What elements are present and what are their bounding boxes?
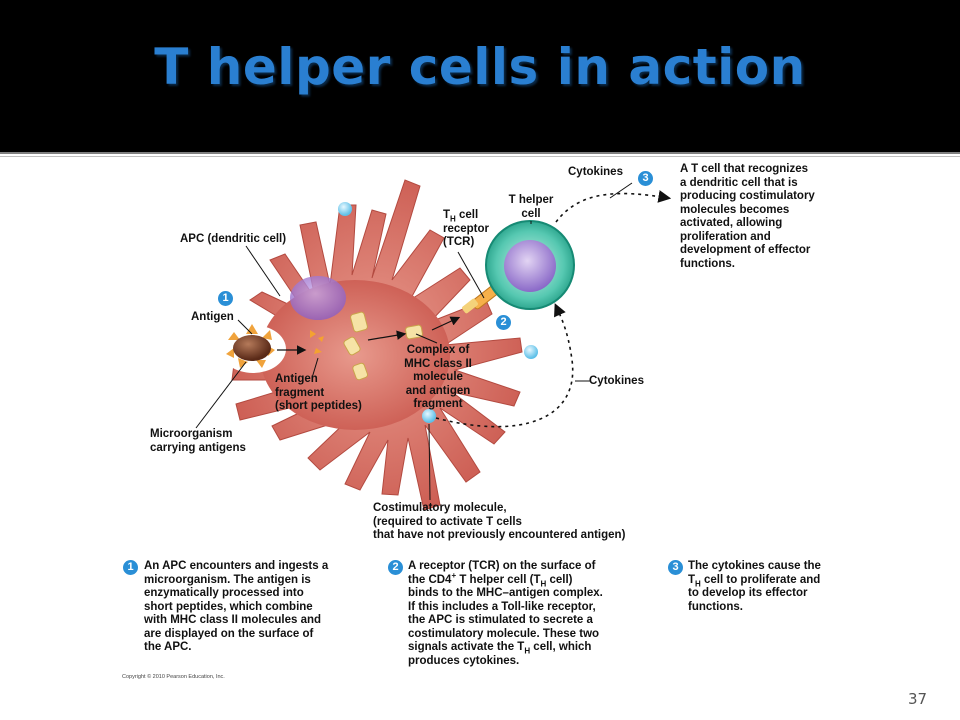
leader-lines: [195, 182, 633, 501]
step-line: the CD4+ T helper cell (TH cell): [408, 570, 603, 588]
process-arrows: [277, 316, 461, 355]
step-2-badge-bottom: 2: [388, 560, 403, 575]
cell-text: cell): [546, 573, 573, 586]
mhc-complex-line: fragment: [413, 398, 463, 410]
step-3-badge-bottom: 3: [668, 560, 683, 575]
antigen-fragment-line: (short peptides): [275, 400, 362, 412]
step-line: A receptor (TCR) on the surface of: [408, 560, 596, 572]
th-receptor-line: receptor: [443, 222, 490, 235]
proliferate-text: cell to proliferate and: [700, 573, 821, 586]
th-receptor-line: TH cell: [443, 209, 489, 223]
step-line: produces cytokines.: [408, 654, 520, 667]
step-2-text: A receptor (TCR) on the surface of the C…: [408, 560, 603, 668]
t-helper-line: cell: [521, 207, 541, 220]
microorganism-label: Microorganism carrying antigens: [150, 428, 246, 455]
microorganism-line: carrying antigens: [150, 441, 246, 454]
t-helper-line: T helper: [508, 194, 554, 206]
t-helper-cell: [485, 220, 575, 310]
mhc-complex-label: Complex of MHC class II molecule and ant…: [392, 344, 484, 412]
step-line: If this includes a Toll-like receptor,: [408, 600, 596, 613]
cytokine-paths: [435, 190, 672, 428]
th-receptor-line: (TCR): [443, 236, 475, 248]
mhc-complex-line: MHC class II: [404, 357, 472, 370]
microorganism: [220, 324, 286, 373]
antigen-fragment-line: fragment: [275, 386, 325, 399]
apc-dendritic-cell: [231, 179, 523, 511]
activation-note-line: producing costimulatory: [680, 190, 815, 202]
cytokines-right-label: Cytokines: [589, 375, 644, 387]
mhc-complex-line: molecule: [413, 371, 463, 383]
activation-note-line: a dendritic cell that is: [680, 176, 798, 189]
step-line: the APC.: [144, 641, 192, 653]
step-1-badge-bottom: 1: [123, 560, 138, 575]
costimulatory-line: that have not previously encountered ant…: [373, 529, 626, 541]
title-bar: [0, 0, 960, 152]
th-receptor-label: TH cell receptor (TCR): [443, 209, 489, 250]
activation-note-line: molecules becomes: [680, 203, 790, 216]
slide-number: 37: [908, 690, 928, 708]
step-line: binds to the MHC–antigen complex.: [408, 587, 603, 599]
activation-note-line: development of effector: [680, 244, 811, 256]
t-letter: T: [688, 573, 696, 586]
cytokines-top-label: Cytokines: [568, 166, 623, 178]
step-line: the APC is stimulated to secrete a: [408, 614, 593, 626]
step-line: short peptides, which combine: [144, 600, 313, 613]
activation-note-line: activated, allowing: [680, 217, 783, 229]
th-subscript: H: [450, 214, 456, 224]
antigen-fragments: [310, 330, 324, 354]
step-3-badge: 3: [638, 171, 653, 186]
microorganism-line: Microorganism: [150, 428, 233, 440]
step-line: signals activate the TH cell, which: [408, 641, 603, 655]
step-line: enzymatically processed into: [144, 587, 304, 599]
apc-label: APC (dendritic cell): [180, 233, 287, 245]
th-subscript: H: [524, 646, 531, 656]
costimulatory-label: Costimulatory molecule, (required to act…: [373, 502, 625, 543]
activation-note: A T cell that recognizes a dendritic cel…: [680, 163, 815, 271]
step-line: microorganism. The antigen is: [144, 573, 311, 586]
step-1-badge: 1: [218, 291, 233, 306]
step-line: costimulatory molecule. These two: [408, 627, 600, 640]
title-divider-thin: [0, 156, 960, 157]
activation-note-line: proliferation and: [680, 230, 771, 243]
th-rest: cell: [455, 209, 479, 221]
title-divider: [0, 152, 960, 154]
cytokine-sphere: [422, 409, 436, 423]
cd4-text: the CD4: [408, 573, 452, 586]
cd4-superscript: +: [451, 570, 457, 580]
which-text: cell, which: [530, 641, 592, 653]
mhc-complex-line: and antigen: [405, 384, 471, 397]
step-line: An APC encounters and ingests a: [144, 560, 329, 572]
step-line: with MHC class II molecules and: [144, 614, 322, 626]
signals-text: signals activate the T: [408, 641, 525, 653]
copyright-notice: Copyright © 2010 Pearson Education, Inc.: [122, 674, 225, 680]
th-subscript: H: [540, 578, 547, 588]
activation-note-line: functions.: [680, 257, 735, 270]
step-line: are displayed on the surface of: [144, 627, 314, 640]
cytokine-sphere: [338, 202, 352, 216]
step-3-text: The cytokines cause the TH cell to proli…: [688, 560, 821, 614]
cytokine-sphere: [524, 345, 538, 359]
th-cell-text: T helper cell (T: [456, 573, 541, 586]
step-1-text: An APC encounters and ingests a microorg…: [144, 560, 328, 655]
activation-note-line: A T cell that recognizes: [680, 163, 809, 175]
step-2-badge: 2: [496, 315, 511, 330]
antigen-fragment-line: Antigen: [275, 373, 318, 385]
mhc-complex-line: Complex of: [406, 344, 470, 356]
th-letter: T: [443, 209, 451, 221]
t-helper-label: T helper cell: [505, 194, 557, 221]
slide-title: T helper cells in action: [154, 38, 806, 96]
step-line: to develop its effector: [688, 587, 808, 599]
step-line: functions.: [688, 600, 743, 613]
apc-nucleus: [290, 276, 346, 320]
step-line: TH cell to proliferate and: [688, 574, 821, 588]
costimulatory-line: Costimulatory molecule,: [373, 502, 507, 514]
costimulatory-line: (required to activate T cells: [373, 515, 522, 528]
antigen-fragment-label: Antigen fragment (short peptides): [275, 373, 362, 414]
th-subscript: H: [695, 578, 701, 588]
antigen-label: Antigen: [191, 311, 234, 323]
step-line: The cytokines cause the: [688, 560, 821, 572]
